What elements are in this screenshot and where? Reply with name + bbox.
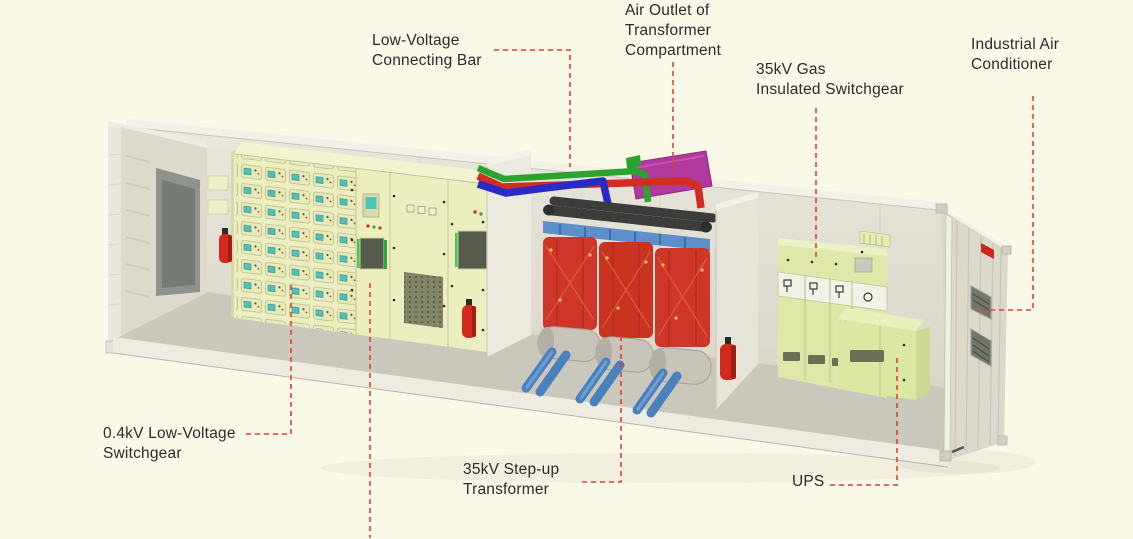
- label-lv-switchgear: 0.4kV Low-Voltage Switchgear: [103, 425, 236, 462]
- fire-extinguishers: [219, 228, 736, 380]
- fire-extinguisher-icon: [462, 299, 476, 338]
- fire-extinguisher-icon: [720, 337, 736, 380]
- connecting-bars-graphic: [476, 150, 713, 209]
- transformer-coils: [543, 237, 710, 347]
- label-low-voltage-connecting-bar: Low-Voltage Connecting Bar: [372, 32, 482, 69]
- ups-graphic: [838, 308, 930, 400]
- alarm-box: [981, 243, 994, 259]
- label-ups: UPS: [792, 473, 825, 490]
- container-left-end: [105, 121, 229, 354]
- leader-ups: [830, 357, 898, 486]
- ac-vent-lower: [970, 328, 992, 367]
- label-gis: 35kV Gas Insulated Switchgear: [756, 61, 904, 98]
- lv-switchgear-graphic: [231, 142, 494, 352]
- container-right-end: [935, 203, 1012, 462]
- label-industrial-air-conditioner: Industrial Air Conditioner: [971, 36, 1060, 73]
- label-air-outlet: Air Outlet of Transformer Compartment: [625, 2, 722, 59]
- leader-lv-switchgear: [246, 284, 292, 435]
- leader-lines: [246, 49, 1034, 538]
- partition-wall-1: [486, 149, 531, 357]
- cable-tab: [207, 199, 229, 215]
- container-floor: [112, 293, 949, 468]
- leader-connecting-bar: [494, 49, 571, 167]
- leader-transformer: [582, 333, 622, 483]
- cable-tab: [207, 175, 229, 191]
- fire-extinguisher-icon: [219, 228, 232, 263]
- label-transformer: 35kV Step-up Transformer: [463, 461, 560, 498]
- transformer-graphic: [521, 196, 718, 418]
